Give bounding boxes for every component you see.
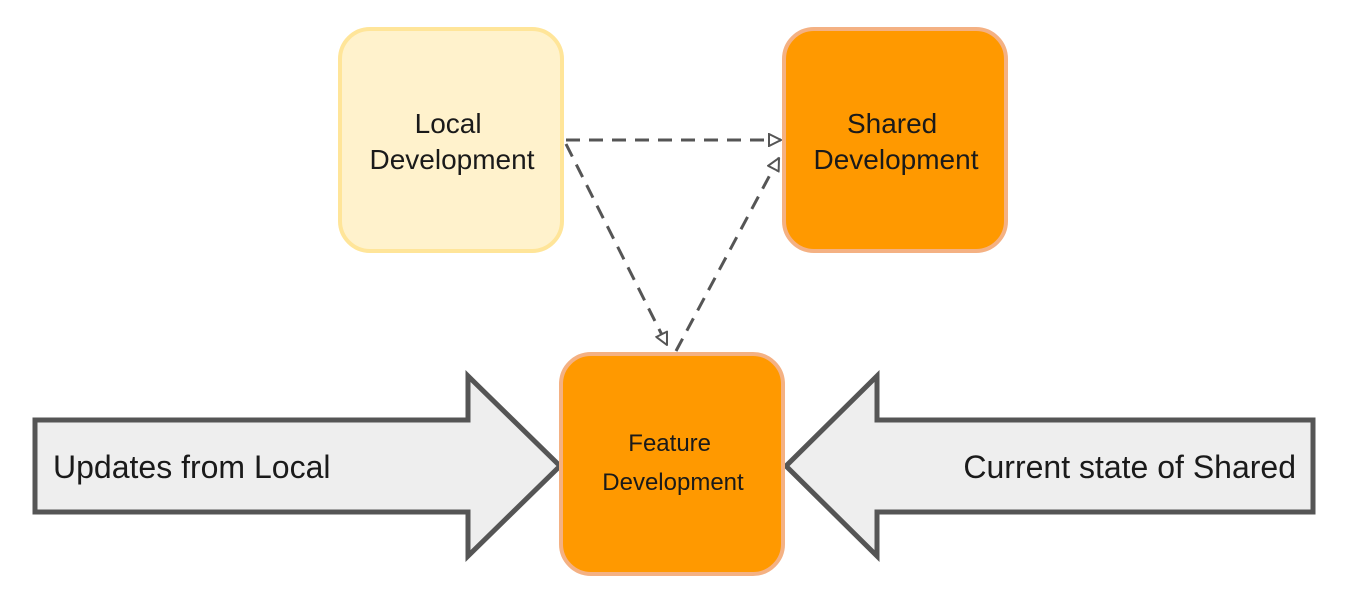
updates-from-local-label: Updates from Local [53, 449, 330, 485]
local-development-label-line1: Local [415, 108, 482, 139]
shared-development-label-line2: Development [814, 144, 979, 175]
shared-development-box [782, 27, 1008, 253]
current-state-of-shared-label: Current state of Shared [963, 449, 1296, 485]
feature-development-label: Feature Development [602, 430, 744, 496]
feature-development-label-line1: Feature [628, 430, 711, 457]
dashed-connectors [564, 140, 781, 352]
feature-development-label-line2: Development [602, 469, 744, 496]
local-development-label-line2: Development [370, 144, 535, 175]
updates-from-local-arrow-shape [32, 370, 564, 562]
local-development-box [338, 27, 564, 253]
feature-to-shared-connector [674, 158, 781, 352]
local-development-label: Local Development [370, 108, 535, 175]
shared-development-label: Shared Development [814, 108, 979, 175]
feature-development-node: Feature Development [559, 352, 785, 576]
shared-development-label-line1: Shared [847, 108, 937, 139]
current-state-of-shared-arrow-shape [782, 370, 1316, 562]
shared-development-node: Shared Development [782, 27, 1008, 253]
current-state-of-shared-arrow: Current state of Shared [782, 370, 1316, 562]
updates-from-local-arrow: Updates from Local [32, 370, 564, 562]
feature-development-box [559, 352, 785, 576]
local-development-node: Local Development [338, 27, 564, 253]
local-to-feature-connector [564, 143, 669, 345]
